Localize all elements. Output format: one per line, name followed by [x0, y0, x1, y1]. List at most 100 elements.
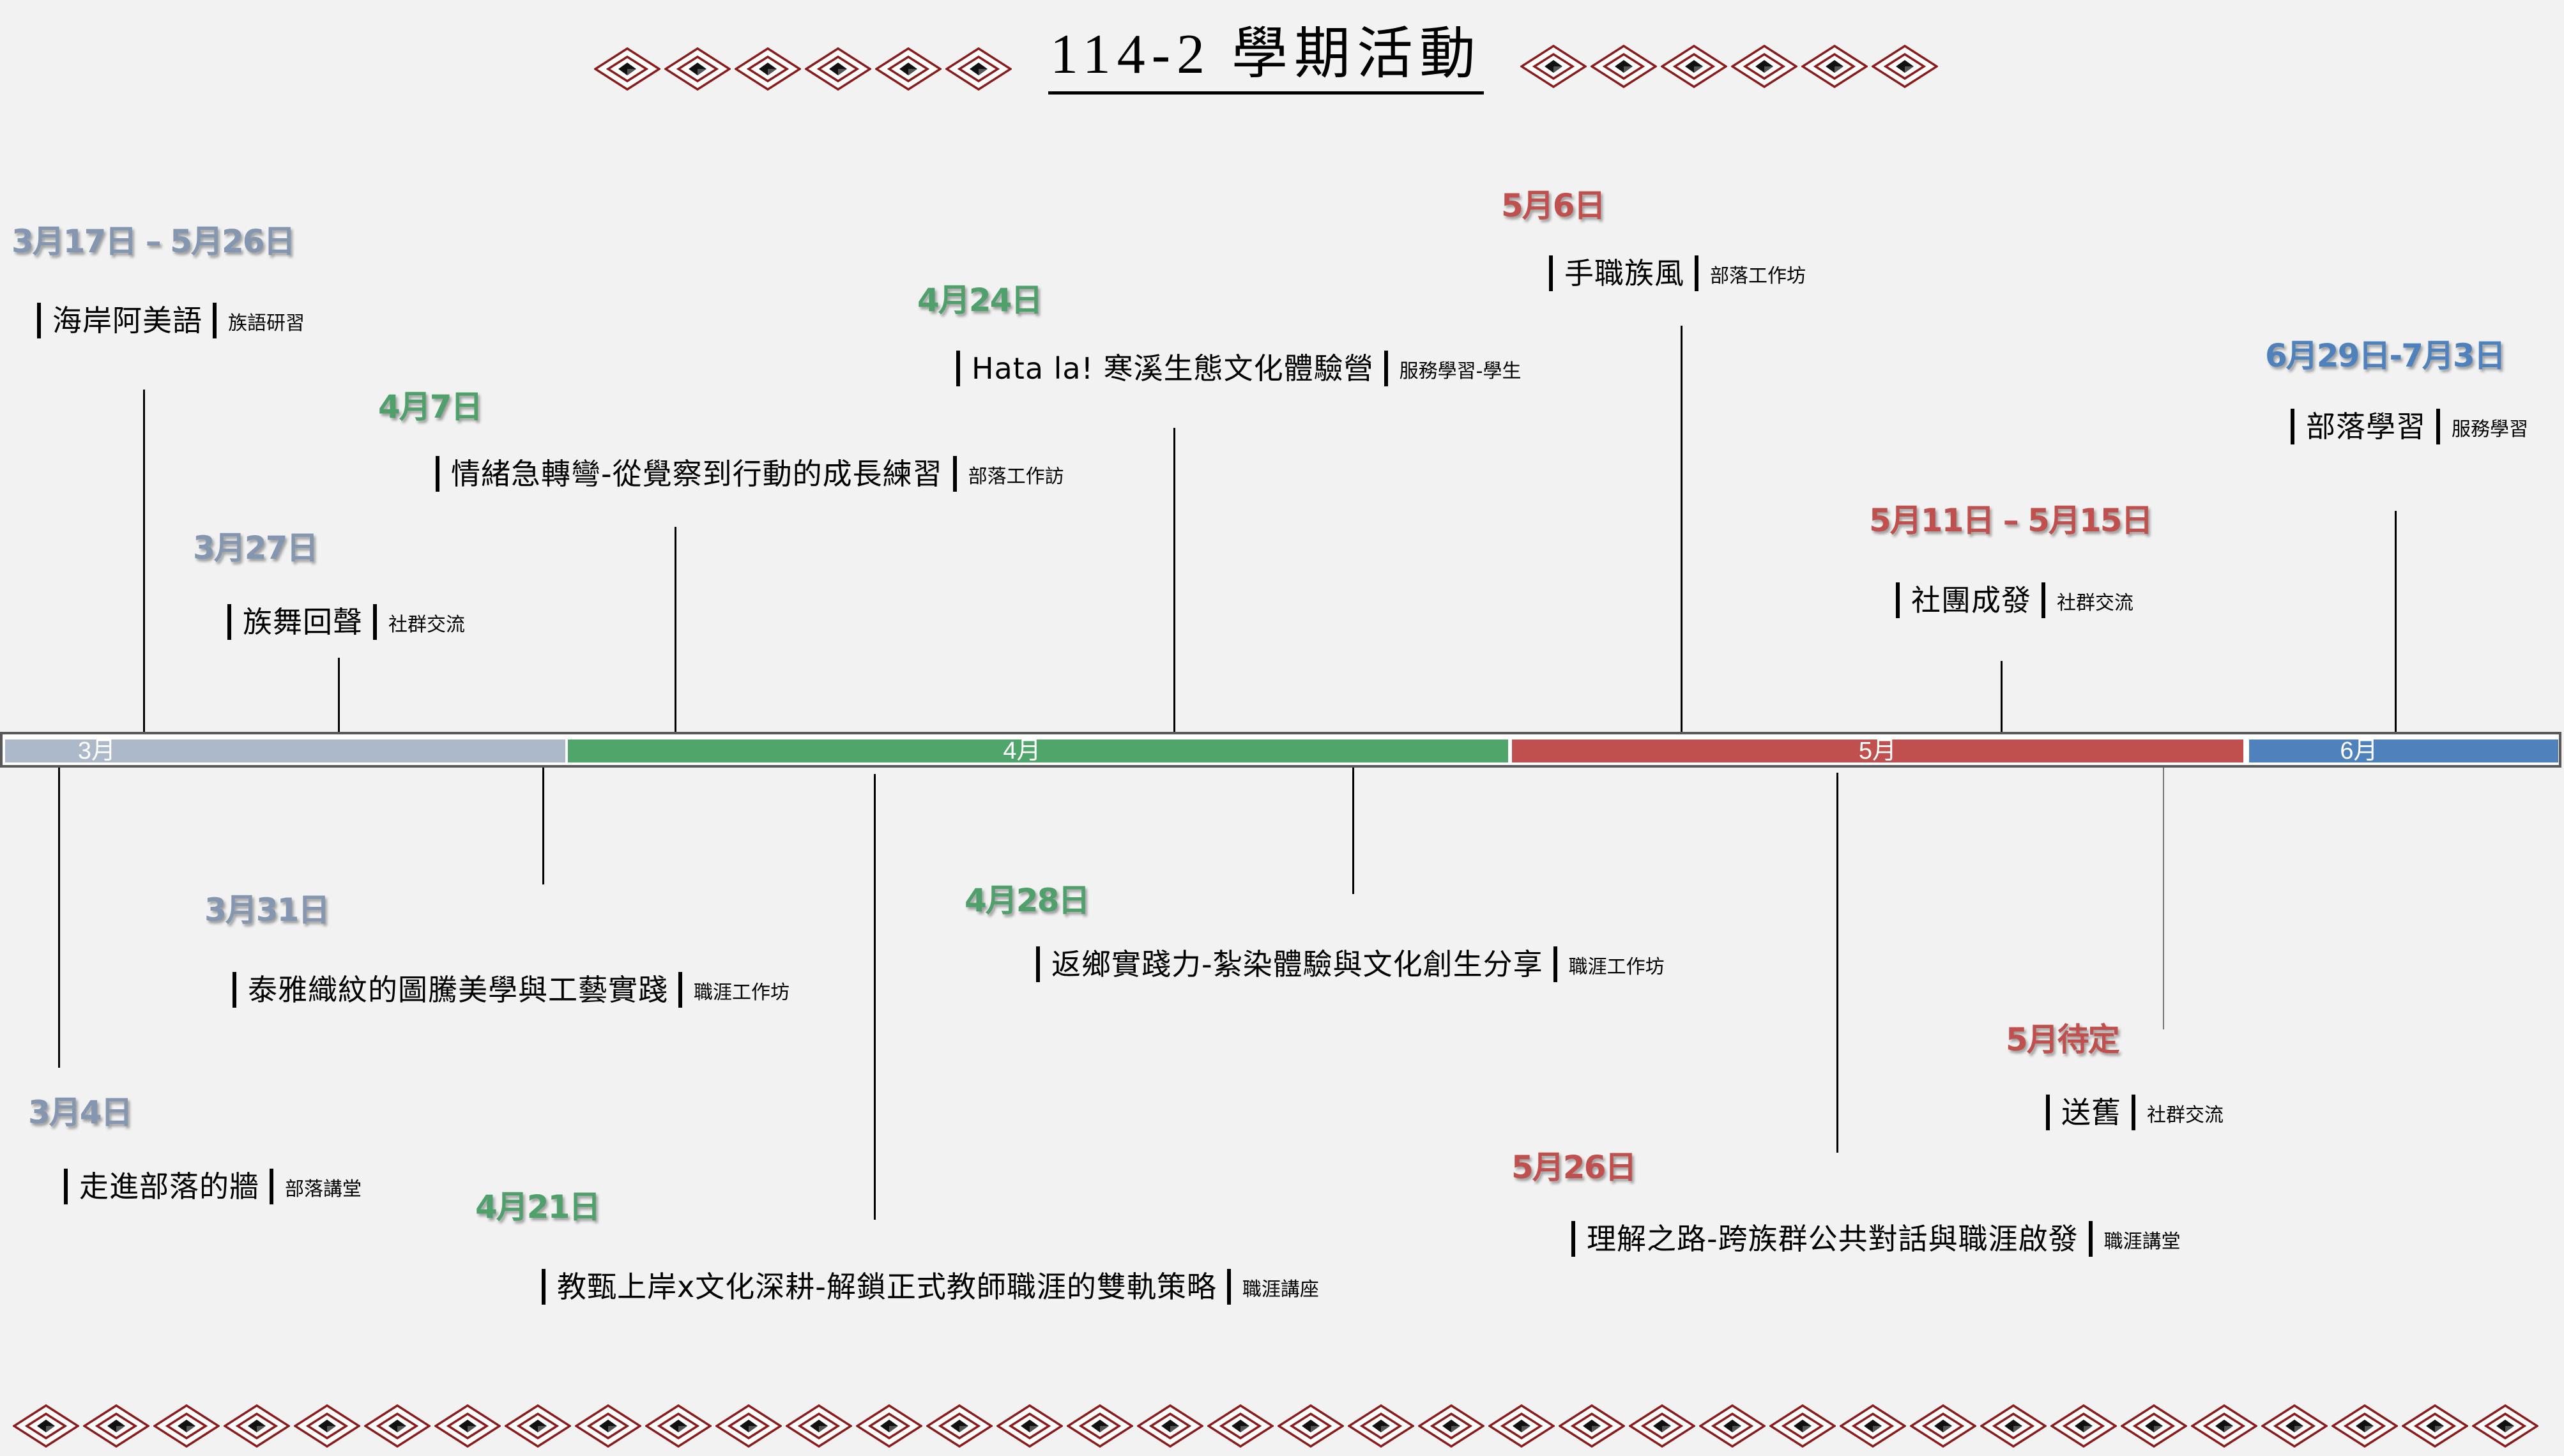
concentric-diamond-icon	[224, 1404, 290, 1448]
event-item[interactable]: 泰雅織紋的圖騰美學與工藝實踐 職涯工作坊	[233, 969, 790, 1010]
event-date: 5月6日	[1501, 187, 1606, 224]
event-item[interactable]: 社團成發 社群交流	[1896, 580, 2133, 621]
separator	[2436, 409, 2440, 444]
concentric-diamond-icon	[2472, 1404, 2538, 1448]
event-category: 職涯講座	[1242, 1278, 1319, 1301]
concentric-diamond-icon	[664, 47, 731, 91]
event-name: Hata la! 寒溪生態文化體驗營	[972, 351, 1374, 386]
event-item[interactable]: 情緒急轉彎-從覺察到行動的成長練習 部落工作訪	[436, 453, 1064, 494]
connector-line	[542, 768, 544, 884]
concentric-diamond-icon	[364, 1404, 431, 1448]
month-label: 3月	[77, 738, 116, 764]
concentric-diamond-icon	[645, 1404, 712, 1448]
event-name: 泰雅織紋的圖騰美學與工藝實踐	[248, 973, 668, 1007]
bottom-ornament	[13, 1404, 2542, 1448]
concentric-diamond-icon	[1207, 1404, 1274, 1448]
concentric-diamond-icon	[1278, 1404, 1344, 1448]
event-item[interactable]: 送舊 社群交流	[2046, 1092, 2224, 1133]
month-label: 6月	[2340, 738, 2378, 764]
concentric-diamond-icon	[1488, 1404, 1555, 1448]
event-category: 部落工作訪	[968, 466, 1064, 488]
concentric-diamond-icon	[575, 1404, 641, 1448]
concentric-diamond-icon	[2050, 1404, 2117, 1448]
event-item[interactable]: 手職族風 部落工作坊	[1549, 253, 1806, 294]
event-category: 社群交流	[2147, 1104, 2224, 1126]
concentric-diamond-icon	[434, 1404, 501, 1448]
separator	[270, 1169, 273, 1204]
separator	[1549, 255, 1553, 291]
month-segment-may: 5月	[1512, 738, 2243, 764]
separator	[952, 456, 957, 492]
event-date: 4月24日	[917, 282, 1042, 319]
concentric-diamond-icon	[1520, 45, 1587, 88]
concentric-diamond-icon	[926, 1404, 993, 1448]
concentric-diamond-icon	[1067, 1404, 1133, 1448]
event-item[interactable]: 走進部落的牆 部落講堂	[64, 1166, 362, 1207]
separator	[1571, 1221, 1575, 1257]
event-date: 6月29日-7月3日	[2265, 337, 2506, 374]
concentric-diamond-icon	[83, 1404, 149, 1448]
separator	[233, 972, 236, 1008]
event-category: 服務學習	[2452, 418, 2528, 441]
connector-line	[1352, 768, 1354, 894]
separator	[227, 604, 231, 640]
top-left-ornament	[594, 47, 1016, 91]
connector-line	[874, 774, 876, 1220]
event-item[interactable]: 理解之路-跨族群公共對話與職涯啟發 職涯講堂	[1571, 1218, 2181, 1259]
event-name: 族舞回聲	[243, 605, 363, 639]
connector-line	[143, 390, 145, 732]
event-date: 4月7日	[378, 388, 483, 425]
title-underline	[1048, 91, 1484, 95]
event-name: 社團成發	[1911, 583, 2031, 618]
event-category: 部落講堂	[285, 1178, 362, 1201]
concentric-diamond-icon	[1801, 45, 1868, 88]
concentric-diamond-icon	[2191, 1404, 2257, 1448]
event-item[interactable]: 教甄上岸x文化深耕-解鎖正式教師職涯的雙軌策略 職涯講座	[542, 1266, 1319, 1307]
event-item[interactable]: 族舞回聲 社群交流	[227, 602, 465, 642]
event-name: 教甄上岸x文化深耕-解鎖正式教師職涯的雙軌策略	[557, 1270, 1217, 1304]
event-date: 5月11日 – 5月15日	[1869, 502, 2153, 539]
separator	[2132, 1095, 2135, 1130]
concentric-diamond-icon	[2121, 1404, 2187, 1448]
connector-line	[1836, 773, 1838, 1153]
separator	[37, 303, 41, 338]
event-category: 職涯工作坊	[1568, 956, 1665, 978]
event-date: 4月28日	[965, 882, 1090, 919]
event-date: 3月17日 – 5月26日	[11, 223, 296, 260]
separator	[64, 1169, 68, 1204]
concentric-diamond-icon	[1559, 1404, 1625, 1448]
concentric-diamond-icon	[1699, 1404, 1766, 1448]
event-category: 服務學習-學生	[1399, 360, 1522, 383]
separator	[373, 604, 377, 640]
connector-line	[2163, 768, 2164, 1029]
separator	[956, 351, 960, 386]
concentric-diamond-icon	[1348, 1404, 1414, 1448]
event-category: 族語研習	[228, 312, 305, 335]
separator	[213, 303, 217, 338]
separator	[436, 456, 439, 492]
concentric-diamond-icon	[2261, 1404, 2328, 1448]
event-date: 3月27日	[193, 529, 318, 566]
event-category: 社群交流	[2057, 592, 2133, 614]
concentric-diamond-icon	[13, 1404, 79, 1448]
separator	[542, 1269, 546, 1305]
concentric-diamond-icon	[715, 1404, 782, 1448]
month-label: 5月	[1858, 738, 1897, 764]
concentric-diamond-icon	[1418, 1404, 1484, 1448]
concentric-diamond-icon	[1840, 1404, 1906, 1448]
event-item[interactable]: 返鄉實踐力-紮染體驗與文化創生分享 職涯工作坊	[1036, 944, 1665, 985]
event-item[interactable]: Hata la! 寒溪生態文化體驗營 服務學習-學生	[956, 348, 1521, 389]
concentric-diamond-icon	[875, 47, 942, 91]
separator	[2041, 582, 2045, 618]
event-item[interactable]: 海岸阿美語 族語研習	[37, 300, 305, 341]
event-name: 情緒急轉彎-從覺察到行動的成長練習	[451, 457, 943, 491]
concentric-diamond-icon	[294, 1404, 360, 1448]
event-item[interactable]: 部落學習 服務學習	[2291, 406, 2528, 447]
separator	[1226, 1269, 1231, 1305]
event-category: 職涯講堂	[2103, 1231, 2181, 1253]
concentric-diamond-icon	[1661, 45, 1727, 88]
connector-line	[2395, 511, 2397, 732]
event-category: 社群交流	[388, 614, 465, 636]
event-date: 3月4日	[28, 1094, 133, 1131]
event-date: 3月31日	[204, 891, 330, 929]
